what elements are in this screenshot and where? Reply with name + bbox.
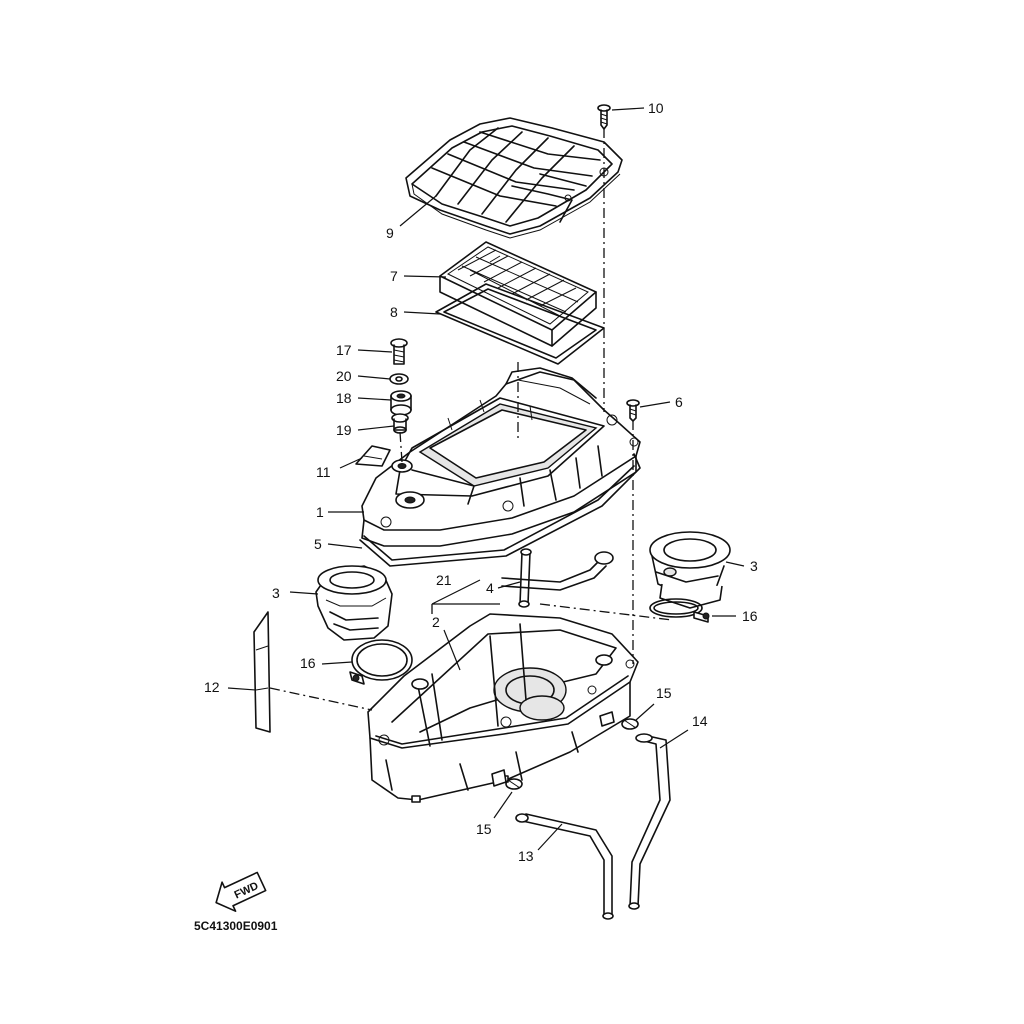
callout-labels: 10 9 7 8 17 20 18 19 6 11 1 5 3 21 4 3 1… (204, 100, 758, 864)
callout-16-right: 16 (742, 608, 758, 624)
part-lower-case-2 (367, 613, 639, 803)
part-grommet-18 (390, 390, 412, 416)
callout-5: 5 (314, 536, 322, 552)
callout-14: 14 (692, 713, 708, 729)
callout-1: 1 (316, 504, 324, 520)
callout-15-left: 15 (476, 821, 492, 837)
callout-15-right: 15 (656, 685, 672, 701)
leader-lines (227, 107, 745, 851)
callout-17: 17 (336, 342, 352, 358)
part-label-12 (253, 611, 271, 733)
part-clamp-16-right (649, 598, 710, 623)
callout-9: 9 (386, 225, 394, 241)
part-joint-3-left (315, 565, 393, 641)
part-pipe-4 (501, 548, 614, 608)
callout-6: 6 (675, 394, 683, 410)
part-collar-19 (391, 413, 409, 434)
callout-13: 13 (518, 848, 534, 864)
part-plate-11 (355, 445, 391, 467)
callout-20: 20 (336, 368, 352, 384)
callout-18: 18 (336, 390, 352, 406)
drawing-code: 5C41300E0901 (194, 919, 278, 933)
fwd-direction-arrow: FWD (215, 871, 267, 912)
callout-16-left: 16 (300, 655, 316, 671)
callout-19: 19 (336, 422, 352, 438)
callout-3-left: 3 (272, 585, 280, 601)
part-joint-3-right (649, 531, 731, 609)
part-clip-15-left (505, 778, 523, 790)
part-hose-13 (515, 813, 614, 920)
part-clamp-16-left (349, 639, 413, 685)
callout-7: 7 (390, 268, 398, 284)
callout-11: 11 (316, 464, 331, 480)
part-seal-5 (359, 453, 641, 567)
part-screw-10 (597, 104, 611, 130)
callout-10: 10 (648, 100, 664, 116)
assembly-lines (269, 128, 673, 711)
part-clip-15-right (621, 718, 639, 730)
part-upper-case-1 (361, 367, 641, 547)
callout-12: 12 (204, 679, 220, 695)
callout-2: 2 (432, 614, 440, 630)
part-screw-6 (626, 399, 640, 422)
part-washer-20 (389, 373, 409, 385)
callout-3-right: 3 (750, 558, 758, 574)
part-cover-9 (405, 117, 623, 239)
part-hose-14 (628, 733, 671, 910)
part-filter-element-7 (439, 241, 597, 347)
callout-4: 4 (486, 580, 494, 596)
part-bolt-17 (390, 338, 408, 365)
callout-21: 21 (436, 572, 452, 588)
callout-8: 8 (390, 304, 398, 320)
